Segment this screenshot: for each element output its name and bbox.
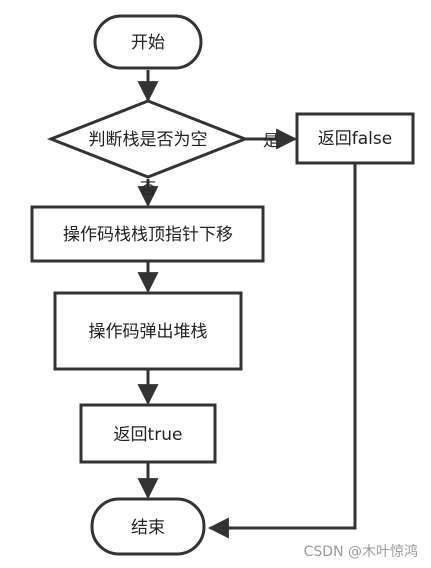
return-true-label: 返回true (114, 425, 183, 445)
connectors (137, 70, 357, 539)
watermark: CSDN @木叶惊鸿 (304, 543, 418, 560)
end-label: 结束 (131, 518, 165, 538)
pop-process (53, 291, 243, 371)
return-true-process (79, 403, 217, 464)
edge-label-no: 否 (140, 179, 156, 198)
check-empty-decision (46, 99, 250, 179)
check-empty-label: 判断栈是否为空 (89, 130, 208, 150)
edge-label-yes: 是 (263, 131, 279, 150)
return-false-process (295, 112, 415, 165)
move-pointer-label: 操作码栈栈顶指针下移 (63, 225, 233, 245)
return-false-label: 返回false (318, 129, 392, 149)
pop-label: 操作码弹出堆栈 (89, 322, 208, 342)
start-terminator (93, 14, 203, 70)
start-label: 开始 (131, 33, 165, 53)
move-pointer-process (30, 205, 265, 263)
end-terminator (90, 497, 206, 556)
edge-return-false-to-end (207, 164, 357, 539)
nodes (30, 14, 415, 556)
